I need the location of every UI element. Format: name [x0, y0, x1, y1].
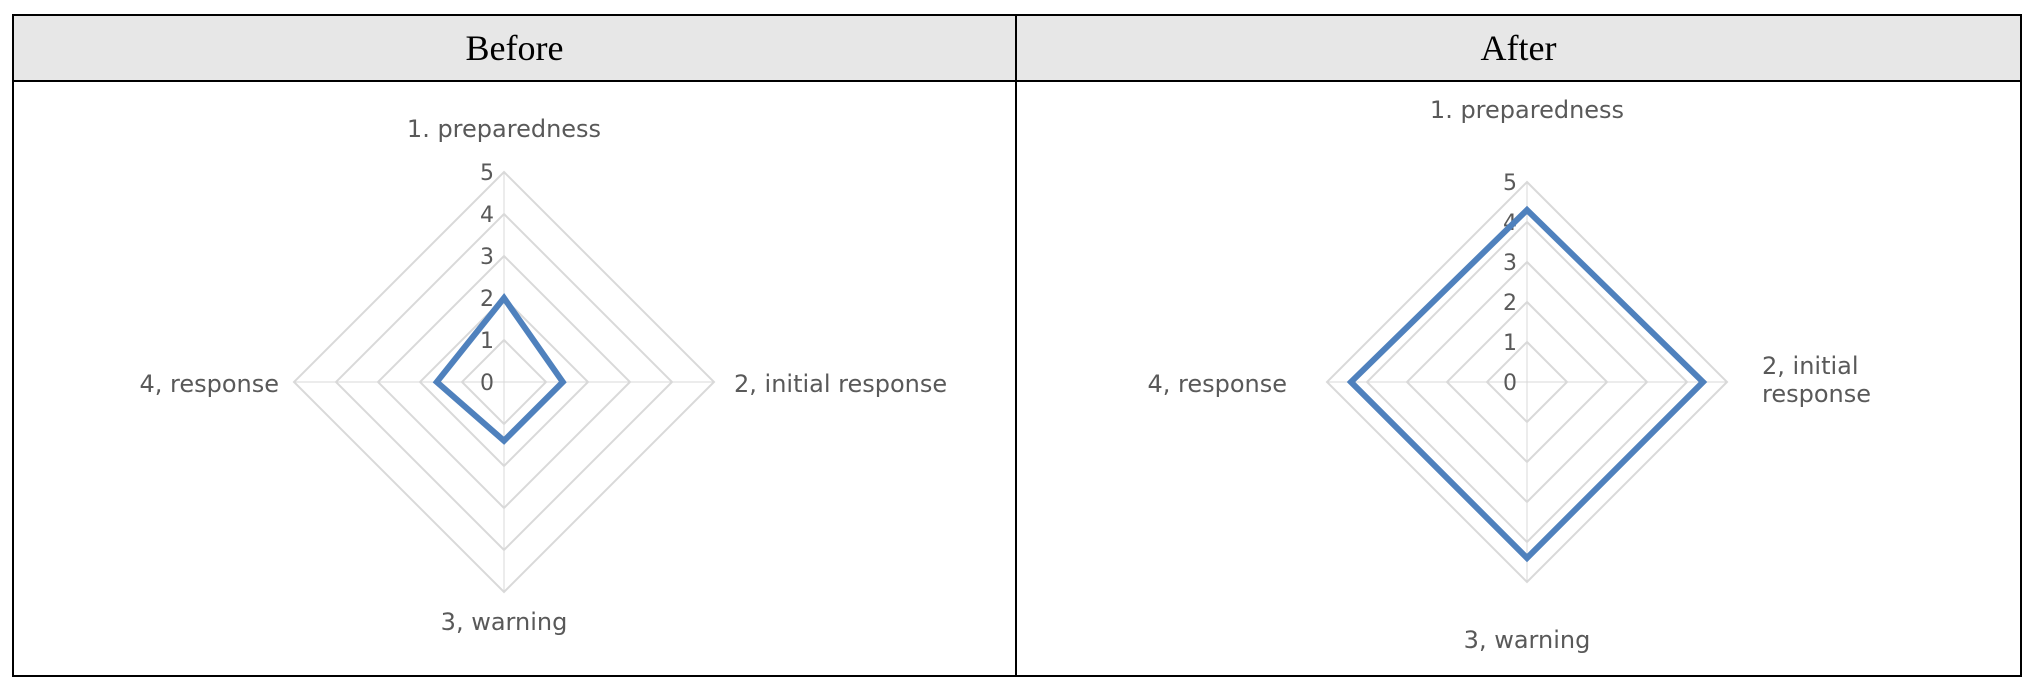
category-label: 4, response — [139, 370, 279, 398]
tick-label: 2 — [480, 287, 494, 312]
tick-label: 4 — [480, 203, 494, 228]
category-label: 3, warning — [1464, 626, 1591, 654]
header-before: Before — [14, 16, 1017, 82]
category-label: 3, warning — [441, 608, 568, 636]
tick-label: 3 — [480, 245, 494, 270]
tick-label: 5 — [480, 161, 494, 186]
category-label: 2, initial response — [734, 370, 947, 398]
before-chart-cell: 0 1 2 3 4 5 1. preparedness 2, initial response… — [14, 82, 1017, 675]
tick-label: 5 — [1503, 171, 1517, 196]
tick-label: 3 — [1503, 251, 1517, 276]
category-label: 1. preparedness — [1430, 96, 1624, 124]
tick-label: 0 — [1503, 371, 1517, 396]
before-radar-chart: 0 1 2 3 4 5 1. preparedness 2, initial response… — [139, 115, 947, 636]
category-label: 1. preparedness — [407, 115, 601, 143]
tick-label: 0 — [480, 371, 494, 396]
tick-label: 2 — [1503, 291, 1517, 316]
tick-label: 1 — [1503, 331, 1517, 356]
tick-label: 1 — [480, 329, 494, 354]
header-after: After — [1017, 16, 2020, 82]
series-polygon — [1346, 205, 1708, 563]
category-label: 4, response — [1147, 370, 1287, 398]
series-polygon — [432, 292, 567, 445]
comparison-table: Before After 0 1 2 3 4 5 1. preparedness 2, ini… — [12, 14, 2022, 677]
